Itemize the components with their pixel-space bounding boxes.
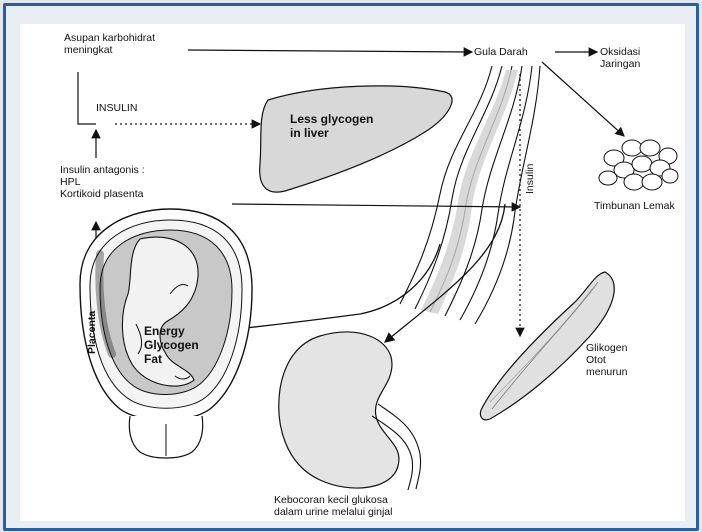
diagram-drawing <box>20 24 685 521</box>
antagonists-label-line-3: Kortikoid plasenta <box>60 188 145 200</box>
kidney-label-line-1: Kebocoran kecil glukosa <box>274 494 392 506</box>
arrow-intake-to-blood-sugar <box>188 50 472 52</box>
fetus-label: Energy Glycogen Fat <box>144 324 199 366</box>
antagonists-label-line-2: HPL <box>60 176 145 188</box>
arrow-blood-sugar-to-fat <box>542 62 624 136</box>
intake-label-line-2: meningkat <box>64 44 155 56</box>
liver-label: Less glycogen in liver <box>290 112 373 140</box>
kidney-label-line-2: dalam urine melalui ginjal <box>274 506 392 518</box>
insulin-left-label: INSULIN <box>96 102 137 114</box>
antagonists-label: Insulin antagonis : HPL Kortikoid plasen… <box>60 164 145 200</box>
line-intake-to-insulin <box>78 72 96 124</box>
liver-label-line-2: in liver <box>290 126 373 140</box>
muscle-label-line-3: menurun <box>586 366 627 378</box>
oxidation-label-line-1: Oksidasi <box>600 46 640 58</box>
fat-cells-icon <box>599 140 678 190</box>
fat-store-label: Timbunan Lemak <box>594 200 675 212</box>
liver-label-line-1: Less glycogen <box>290 112 373 126</box>
fetus-label-line-3: Fat <box>144 352 199 366</box>
blood-sugar-label: Gula Darah <box>474 46 528 58</box>
intake-label: Asupan karbohidrat meningkat <box>64 32 155 56</box>
fetus-label-line-1: Energy <box>144 324 199 338</box>
placenta-label: Placenta <box>86 311 98 354</box>
antagonists-label-line-1: Insulin antagonis : <box>60 164 145 176</box>
arrow-antagonists-to-insulin-path <box>232 204 520 207</box>
figure-frame: Asupan karbohidrat meningkat Gula Darah … <box>3 3 699 531</box>
intake-label-line-1: Asupan karbohidrat <box>64 32 155 44</box>
kidney-shape <box>279 332 421 490</box>
oxidation-label-line-2: Jaringan <box>600 58 640 70</box>
fetus-label-line-2: Glycogen <box>144 338 199 352</box>
muscle-label: Glikogen Otot menurun <box>586 342 627 378</box>
insulin-vertical-label: Insulin <box>524 164 536 194</box>
diagram-canvas: Asupan karbohidrat meningkat Gula Darah … <box>20 24 685 521</box>
kidney-label: Kebocoran kecil glukosa dalam urine mela… <box>274 494 392 518</box>
muscle-label-line-1: Glikogen <box>586 342 627 354</box>
muscle-label-line-2: Otot <box>586 354 627 366</box>
oxidation-label: Oksidasi Jaringan <box>600 46 640 70</box>
